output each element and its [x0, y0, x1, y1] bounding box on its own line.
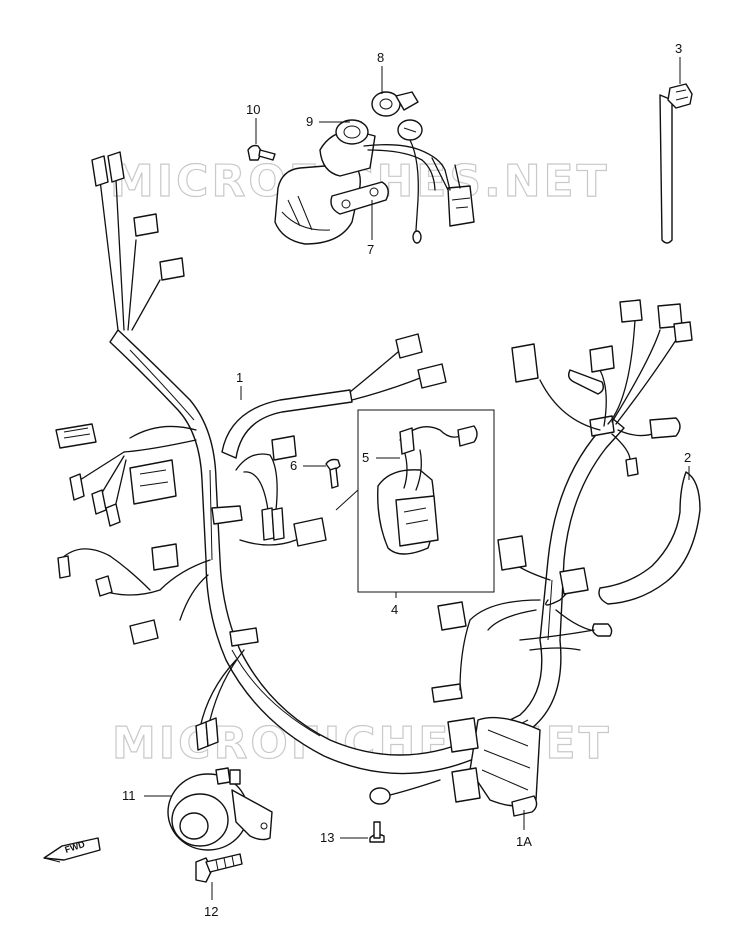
relay-inset-part-4	[325, 409, 495, 593]
callout-10: 10	[246, 102, 260, 117]
callout-1a: 1A	[516, 834, 532, 849]
callout-7: 7	[367, 242, 374, 257]
forward-direction-marker: FWD	[43, 837, 101, 863]
callouts: 1 1A 2 3 4 5 6 7 8 9 10 11 12 13	[122, 41, 691, 919]
callout-2: 2	[684, 450, 691, 465]
callout-1: 1	[236, 370, 243, 385]
horn-part-11	[167, 767, 273, 851]
callout-3: 3	[675, 41, 682, 56]
leader-lines	[144, 57, 690, 900]
ignition-switch-assembly	[247, 91, 475, 245]
callout-13: 13	[320, 830, 334, 845]
callout-5: 5	[362, 450, 369, 465]
callout-8: 8	[377, 50, 384, 65]
callout-6: 6	[290, 458, 297, 473]
callout-4: 4	[391, 602, 398, 617]
callout-9: 9	[306, 114, 313, 129]
bolt-part-12	[195, 853, 243, 883]
cable-tie-part-3	[659, 83, 693, 244]
callout-11: 11	[122, 788, 136, 803]
protector-tube-part-2	[598, 471, 701, 605]
wiring-harness-part-1	[55, 151, 693, 817]
screw-part-13	[369, 821, 385, 843]
callout-12: 12	[204, 904, 218, 919]
